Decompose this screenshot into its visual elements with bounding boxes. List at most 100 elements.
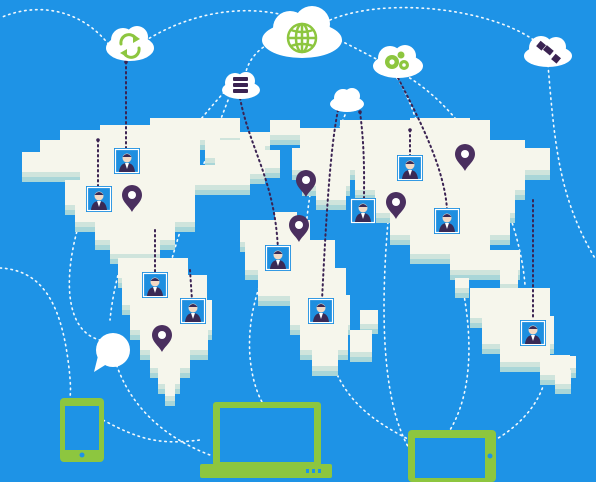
connector-dot xyxy=(96,138,100,142)
avatar-frame xyxy=(180,298,206,324)
cloud-icon xyxy=(330,88,364,112)
tablet-icon xyxy=(408,430,496,482)
avatar-hair xyxy=(273,251,283,254)
user-avatar-icon xyxy=(114,148,140,174)
avatar-collar xyxy=(153,287,157,293)
avatar-frame xyxy=(142,272,168,298)
land-block xyxy=(520,148,550,170)
avatar-collar xyxy=(445,223,449,229)
avatar-frame xyxy=(520,320,546,346)
gear-hole xyxy=(402,63,406,67)
avatar-frame xyxy=(434,208,460,234)
land-block xyxy=(292,148,362,170)
avatar-collar xyxy=(125,163,129,169)
land-block xyxy=(312,348,338,366)
cloud-icon xyxy=(262,6,342,58)
land-block xyxy=(470,288,550,318)
land-block xyxy=(350,330,372,352)
avatar-frame xyxy=(308,298,334,324)
avatar-collar xyxy=(191,313,195,319)
land-block xyxy=(500,342,550,362)
user-avatar-icon xyxy=(180,298,206,324)
land-block xyxy=(360,310,378,324)
pin-hole xyxy=(461,150,469,158)
land-block xyxy=(410,232,490,254)
land-block xyxy=(316,185,346,200)
cloud-gears xyxy=(373,45,423,78)
avatar-collar xyxy=(276,260,280,266)
user-avatar-icon xyxy=(308,298,334,324)
map-pin-icon xyxy=(296,170,316,197)
land-block xyxy=(258,268,346,296)
avatar-hair xyxy=(528,326,538,329)
land-block xyxy=(150,348,190,368)
avatar-collar xyxy=(408,170,412,176)
land-block xyxy=(560,356,576,368)
land-block xyxy=(158,366,180,384)
server-icon xyxy=(233,77,248,93)
speech-bubble-icon xyxy=(94,333,130,372)
sync-arrow-tail xyxy=(120,49,127,57)
land-block xyxy=(150,118,240,138)
avatar-hair xyxy=(358,204,368,207)
land-block xyxy=(500,270,518,284)
land-block xyxy=(555,370,571,384)
cloud-plain xyxy=(330,88,364,112)
avatar-frame xyxy=(350,198,376,224)
connector-dot xyxy=(124,60,128,64)
land-block xyxy=(258,150,280,168)
avatar-frame xyxy=(86,186,112,212)
pin-hole xyxy=(158,331,166,339)
laptop-icon xyxy=(200,402,332,478)
avatar-hair xyxy=(442,214,452,217)
user-avatar-icon xyxy=(520,320,546,346)
user-avatar-icon xyxy=(350,198,376,224)
avatar-collar xyxy=(97,201,101,207)
pin-hole xyxy=(295,221,303,229)
land-block xyxy=(270,120,300,135)
user-avatar-icon xyxy=(142,272,168,298)
map-pin-icon xyxy=(386,192,406,219)
land-block xyxy=(495,250,520,270)
user-avatar-icon xyxy=(86,186,112,212)
land-block xyxy=(410,118,470,130)
land-block xyxy=(118,258,188,278)
avatar-collar xyxy=(319,313,323,319)
globe-icon xyxy=(286,22,318,54)
map-pin-icon xyxy=(122,185,142,212)
land-block xyxy=(95,220,175,240)
avatar-hair xyxy=(405,161,415,164)
land-block xyxy=(300,322,348,350)
user-avatar-icon xyxy=(397,155,423,181)
connector-dot xyxy=(408,128,412,132)
cloud-server xyxy=(222,72,260,99)
map-pin-icon xyxy=(152,325,172,352)
cloud-globe xyxy=(262,6,342,58)
map-markers xyxy=(86,60,546,352)
user-avatar-icon xyxy=(434,208,460,234)
land-block xyxy=(165,382,175,396)
pin-hole xyxy=(128,191,136,199)
smartphone-icon xyxy=(60,398,104,462)
land-block xyxy=(240,132,270,146)
cloud-sync xyxy=(106,26,154,61)
avatar-hair xyxy=(316,304,326,307)
land-block xyxy=(355,165,525,190)
connector-dot xyxy=(358,110,362,114)
cloud-satellite xyxy=(524,36,572,67)
avatar-collar xyxy=(361,213,365,219)
avatar-frame xyxy=(397,155,423,181)
gear-hole xyxy=(389,59,395,65)
user-avatar-icon xyxy=(265,245,291,271)
avatar-frame xyxy=(114,148,140,174)
land-block xyxy=(215,158,265,174)
avatar-frame xyxy=(265,245,291,271)
avatar-hair xyxy=(94,192,104,195)
map-pin-icon xyxy=(455,144,475,171)
sync-arrow-head xyxy=(133,34,140,43)
land-block xyxy=(110,238,160,254)
land-block xyxy=(140,328,208,350)
cloud-icon xyxy=(106,26,154,61)
